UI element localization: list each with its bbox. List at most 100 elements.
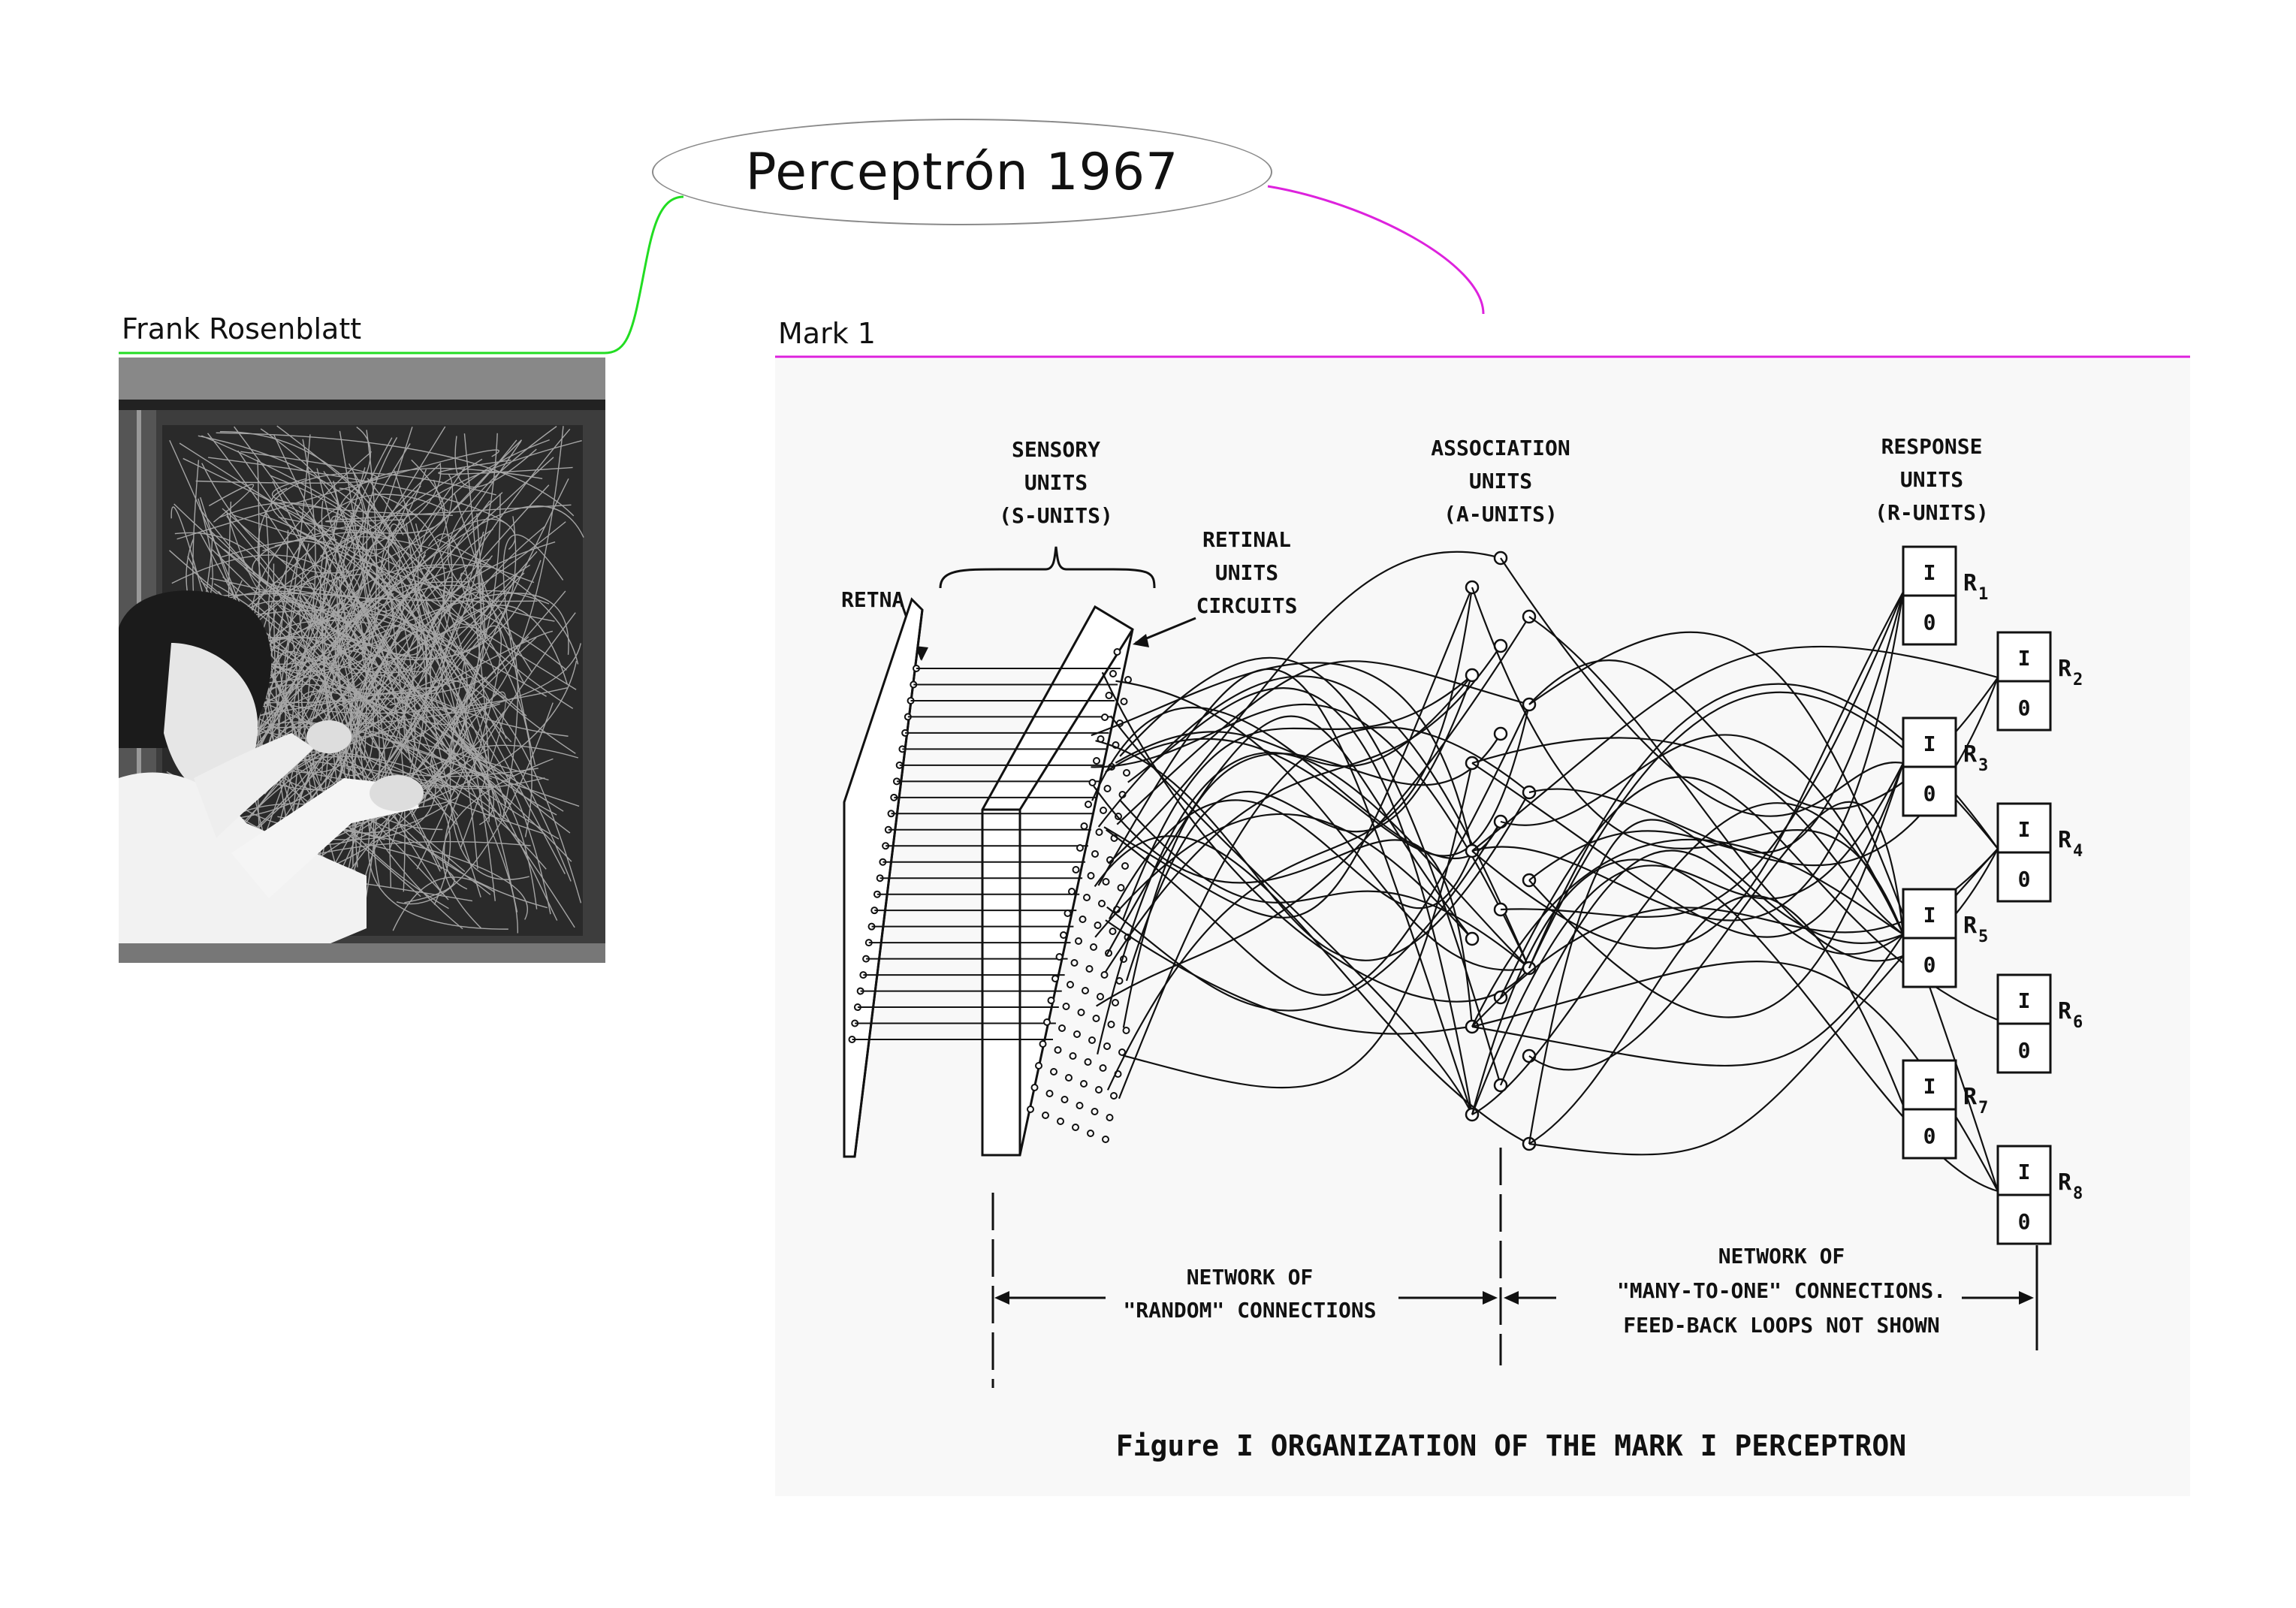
central-topic-label: Perceptrón 1967 [745,142,1179,202]
retinal-unit-dot [1075,937,1082,945]
svg-text:UNITS: UNITS [1024,470,1088,495]
many-to-one-link [1471,838,1904,1027]
random-link [1116,660,1530,825]
random-link [1091,662,1474,852]
random-link [1118,726,1530,1100]
retinal-unit-dot [1124,676,1132,683]
retinal-unit-dot [1050,1068,1057,1076]
response-unit-bottom: 0 [2018,695,2031,720]
svg-text:SENSORY: SENSORY [1012,437,1100,462]
retinal-unit-dot [1054,1046,1062,1054]
retinal-unit-dot [1105,692,1113,699]
association-units-header: ASSOCIATION UNITS (A-UNITS) [1431,436,1570,526]
retinal-unit-dot [1123,769,1130,777]
svg-text:NETWORK OF: NETWORK OF [1718,1244,1845,1269]
retinal-unit-dot [1061,1096,1069,1103]
retinal-unit-dot [1099,1064,1107,1072]
retinal-unit-dot [1072,866,1080,873]
many-to-one-link [1471,591,1905,922]
retinal-unit-dot [1091,1108,1099,1115]
central-topic[interactable]: Perceptrón 1967 [652,119,1272,225]
retinal-unit-dot [1060,931,1067,939]
retinal-unit-dot [1121,862,1129,870]
response-unit-bottom: 0 [2018,1038,2031,1063]
response-unit-subscript: 8 [2073,1184,2083,1203]
response-unit-subscript: 2 [2073,671,2083,689]
retinal-unit-dot [1100,971,1109,979]
response-unit-bottom: 0 [1923,952,1936,977]
retinal-unit-dot [1117,884,1125,891]
branch-frank-rosenblatt-label[interactable]: Frank Rosenblatt [122,312,362,345]
svg-text:UNITS: UNITS [1900,467,1963,492]
retinal-unit-dot [1072,1124,1079,1131]
retinal-unit-dot [1030,1084,1039,1091]
retinal-unit-dot [1068,888,1076,895]
retinal-unit-dot [1062,1003,1070,1010]
retinal-unit-dot [1118,1048,1126,1056]
random-link [1122,674,1473,920]
retinal-unit-dot [1080,1080,1088,1088]
network-many-label: NETWORK OF "MANY-TO-ONE" CONNECTIONS. FE… [1617,1244,1946,1338]
network-brackets [991,1148,2038,1388]
retinal-unit-dot [1120,698,1128,705]
retinal-unit-dot [1035,1062,1042,1069]
retinal-unit-dot [1047,997,1055,1004]
many-to-one-link [1500,557,1904,817]
association-units [1465,551,1537,1151]
random-link [1109,715,1473,1115]
random-link [1093,785,1474,1027]
response-unit-subscript: 6 [2073,1013,2083,1032]
retinal-unit-dot [1064,910,1072,917]
random-link [1122,733,1501,1028]
retinal-unit-dot [1107,1021,1115,1028]
association-unit [1465,668,1480,683]
retinal-unit-dot [1085,801,1092,808]
retinal-unit-dot [1042,1112,1049,1119]
response-unit-label: R [2058,656,2072,682]
response-unit-subscript: 7 [1978,1099,1988,1118]
response-units-header: RESPONSE UNITS (R-UNITS) [1875,434,1989,525]
retinal-unit-dot [1069,1052,1077,1060]
response-unit-top: I [1923,1074,1936,1099]
retinal-unit-dot [1103,785,1112,792]
retinal-unit-dot [1055,953,1064,961]
retinal-unit-dot [1079,916,1087,923]
response-unit-bottom: 0 [2018,1209,2031,1234]
retinal-unit-dot [1102,1136,1109,1143]
random-link [1091,706,1501,860]
retinal-unit-dot [1084,1058,1092,1066]
mark1-diagram: SENSORY UNITS (S-UNITS) RETINAL UNITS CI… [775,359,2190,1496]
retinal-unit-dot [1094,922,1102,929]
random-link [1097,752,1530,1054]
retinal-unit-dot [1088,779,1097,786]
retinal-unit-dot [1097,993,1104,1000]
response-unit-subscript: 3 [1978,756,1988,775]
random-link [1107,551,1501,864]
svg-text:CIRCUITS: CIRCUITS [1196,593,1298,618]
svg-text:"RANDOM" CONNECTIONS: "RANDOM" CONNECTIONS [1123,1298,1376,1323]
retinal-unit-dot [1070,959,1079,967]
response-unit-bottom: 0 [1923,610,1936,635]
random-link [1096,616,1530,1007]
many-to-one-link [1471,762,1905,938]
many-to-one-link [1471,737,1904,935]
many-to-one-link [1528,848,1999,1156]
association-unit [1465,931,1480,946]
retinal-unit-dot [1027,1106,1034,1113]
branch-mark-1-label[interactable]: Mark 1 [778,317,876,350]
response-unit-top: I [1923,732,1936,756]
retinal-unit-dot [1076,1102,1084,1109]
random-link [1106,704,1530,996]
response-unit-label: R [1963,1084,1978,1110]
frank-rosenblatt-photo [119,358,605,963]
retinal-unit-dot [1085,965,1094,973]
svg-text:(R-UNITS): (R-UNITS) [1875,500,1989,525]
many-to-one-link [1471,802,1905,1115]
retinal-unit-dot [1113,648,1121,656]
network-random-label: NETWORK OF "RANDOM" CONNECTIONS [1123,1265,1376,1323]
connector-mark-1 [1267,185,1485,315]
response-unit-top: I [2018,646,2031,671]
many-to-one-link [1471,762,1904,1115]
retinal-unit-dot [1101,713,1109,721]
